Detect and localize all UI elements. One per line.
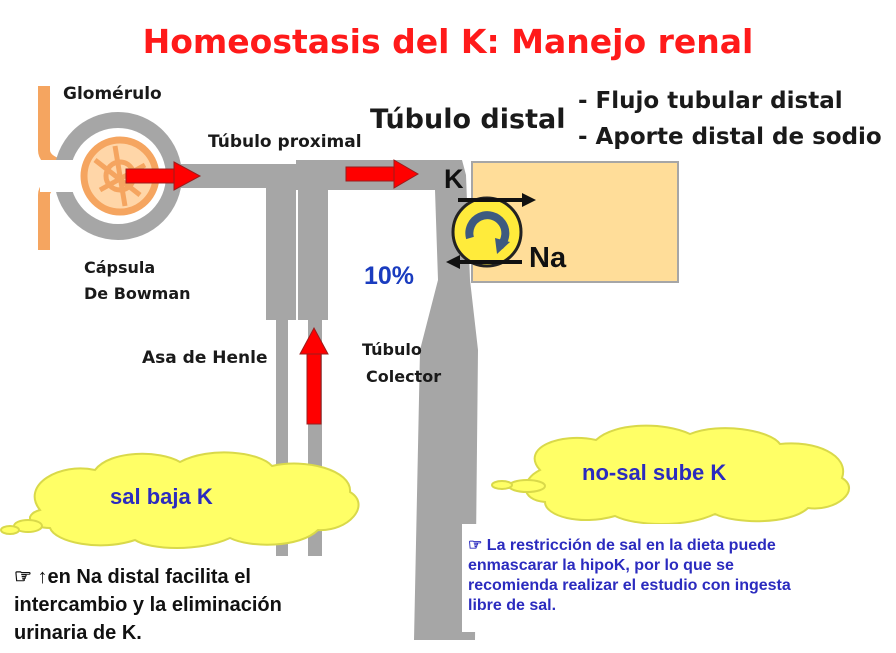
label-asa-henle: Asa de Henle: [142, 348, 268, 368]
flow-arrow-distal: [345, 159, 419, 189]
note-left-line: urinaria de K.: [14, 622, 142, 644]
label-k: K: [444, 164, 464, 194]
na-k-pump: [451, 196, 523, 268]
collecting-duct: [414, 160, 478, 640]
cloud-left-text: sal baja K: [110, 484, 213, 509]
cloud-right: [491, 424, 850, 525]
label-capsula: Cápsula: [84, 258, 156, 277]
flow-arrow-ascending: [299, 326, 329, 425]
label-tubulo-distal: Túbulo distal: [370, 104, 566, 135]
label-tubulo-colector-1: Túbulo: [362, 340, 422, 359]
label-tubulo-colector-2: Colector: [366, 367, 442, 386]
note-right: ☞ La restricción de sal en la dieta pued…: [468, 536, 791, 616]
label-glomerulo: Glomérulo: [63, 84, 162, 104]
cloud-right-text: no-sal sube K: [582, 460, 727, 485]
note-left-line: intercambio y la eliminación: [14, 594, 282, 616]
label-percent: 10%: [364, 262, 415, 290]
note-left: ☞ ↑en Na distal facilita el intercambio …: [14, 563, 282, 647]
note-box-right: [462, 524, 882, 632]
factor-flujo: - Flujo tubular distal: [578, 88, 843, 114]
note-right-line: ☞ La restricción de sal en la dieta pued…: [468, 537, 776, 554]
note-right-line: libre de sal.: [468, 597, 557, 614]
note-left-line: ☞ ↑en Na distal facilita el: [14, 566, 251, 588]
flow-arrow-proximal: [125, 161, 202, 191]
note-right-line: recomienda realizar el estudio con inges…: [468, 577, 791, 594]
cloud-left: [0, 451, 360, 549]
factor-aporte: - Aporte distal de sodio: [578, 124, 882, 150]
label-tubulo-proximal: Túbulo proximal: [208, 132, 362, 152]
label-de-bowman: De Bowman: [84, 284, 191, 303]
note-right-line: enmascarar la hipoK, por lo que se: [468, 557, 734, 574]
page-title: Homeostasis del K: Manejo renal: [142, 22, 754, 61]
label-na: Na: [529, 242, 567, 274]
